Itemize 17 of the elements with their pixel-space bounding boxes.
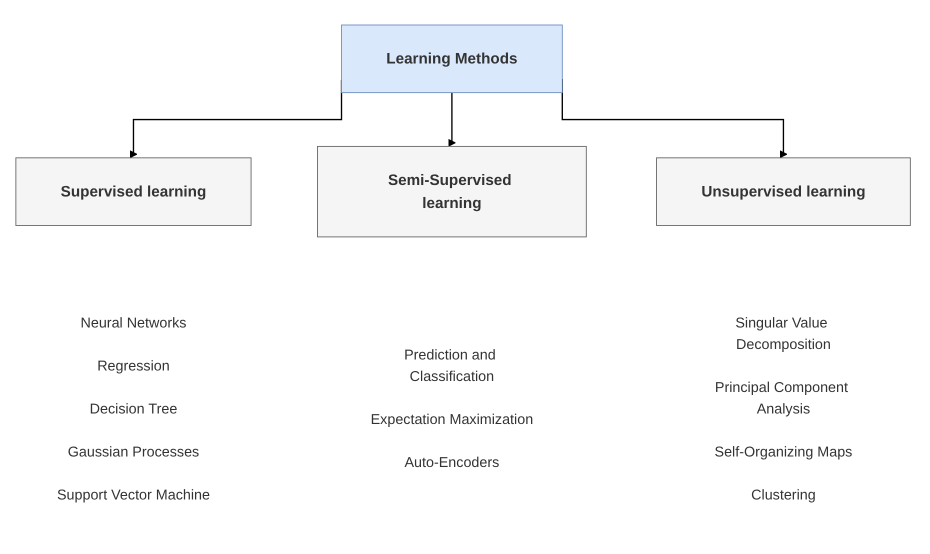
- node-label: Auto-Encoders: [404, 456, 500, 471]
- node-label: Expectation Maximization: [370, 412, 534, 428]
- node-label: Support Vector Machine: [56, 488, 210, 504]
- node-box: Unsupervised learning: [656, 157, 911, 226]
- node-box: Learning Methods: [341, 24, 563, 94]
- node-label: Gaussian Processes: [68, 444, 200, 460]
- node-label: Regression: [97, 358, 170, 374]
- node-label: Clustering: [751, 488, 816, 504]
- node-label: Prediction and Classification: [404, 348, 496, 385]
- node-box: Semi-Supervised learning: [317, 146, 587, 238]
- node-label: Decision Tree: [90, 402, 178, 418]
- node-label: Principal Component Analysis: [714, 380, 848, 418]
- node-box: Supervised learning: [15, 157, 252, 226]
- node-label: Singular Value Decomposition: [735, 316, 831, 352]
- node-label: Self-Organizing Maps: [714, 444, 852, 460]
- arrow: [448, 92, 456, 147]
- node-label: Neural Networks: [80, 316, 186, 331]
